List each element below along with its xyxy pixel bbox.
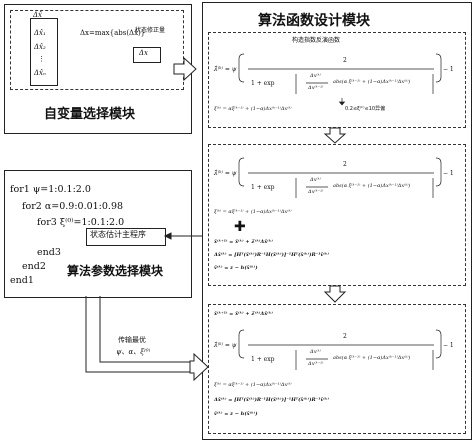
state-estimation-program-box bbox=[86, 228, 166, 246]
box2-ratio-den: Δx⁽ᵏ⁻¹⁾ bbox=[308, 189, 324, 195]
right-arrow-transfer bbox=[189, 352, 209, 382]
box1-ratio-num: Δx⁽ᵏ⁾ bbox=[310, 73, 321, 79]
box3-eq2: Δx̂⁽ᵏ⁾ = [Hᵀ(x̂⁽ᵏ⁾)R⁻¹H(x̂⁽ᵏ⁾)]⁻¹Hᵀ(x̂⁽ᵏ… bbox=[214, 397, 329, 403]
box2-lambda-lhs: λ̂⁽ᵏ⁾ = ψ bbox=[214, 170, 237, 177]
box3-abs-term: abs(α ξ⁽ᵏ⁻¹⁾ + (1−α)Δx⁽ᵏ⁻¹⁾Δx⁽ᵏ⁾) bbox=[333, 355, 411, 361]
loop-for3: for3 ξ⁽⁰⁾=1:0.1:2.0 bbox=[37, 217, 125, 228]
loop-end1: end1 bbox=[10, 275, 34, 286]
box1-ratio-den: Δx⁽ᵏ⁻¹⁾ bbox=[308, 85, 324, 91]
output-label: 状态修正量 bbox=[135, 27, 166, 34]
input-item: Δx̂ₙ bbox=[34, 69, 46, 77]
transfer-vars: ψ、α、ξ⁽⁰⁾ bbox=[116, 348, 151, 356]
box2-numerator: 2 bbox=[343, 161, 347, 168]
box2-xi-eq: ξ⁽ᵏ⁾ = αξ⁽ᵏ⁻¹⁾ + (1−α)Δx⁽ᵏ⁻¹⁾Δx⁽ᵏ⁾ bbox=[214, 209, 292, 215]
design-module-title: 算法函数设计模块 bbox=[258, 13, 370, 29]
input-item: Δx̂ bbox=[33, 11, 43, 19]
input-item: Δx̂₂ bbox=[34, 43, 46, 51]
transfer-label: 传输最优 bbox=[118, 336, 146, 344]
box3-denominator-prefix: 1 + exp bbox=[251, 356, 275, 363]
box2-eq3: v̂⁽ᵏ⁾ = z − h(x̂⁽ᵏ⁾) bbox=[214, 265, 258, 271]
down-arrow-2 bbox=[323, 285, 347, 303]
state-estimation-program: 状态估计主程序 bbox=[90, 230, 146, 239]
box3-eq3: v̂⁽ᵏ⁾ = z − h(x̂⁽ᵏ⁾) bbox=[214, 411, 258, 417]
param-module-title: 算法参数选择模块 bbox=[67, 264, 164, 278]
input-item: ⋮ bbox=[38, 55, 45, 63]
box3-lambda-lhs: λ̂⁽ᵏ⁾ = ψ bbox=[214, 342, 237, 349]
right-arrow-variable bbox=[173, 56, 197, 82]
output-var-box bbox=[133, 47, 161, 63]
box3-ratio-num: Δx⁽ᵏ⁾ bbox=[310, 349, 321, 355]
box1-numerator: 2 bbox=[343, 57, 347, 64]
formula-box-3 bbox=[208, 304, 466, 434]
box1-note: 0.2≤ξ⁽ᵏ⁾≤10异偏 bbox=[345, 106, 386, 112]
box1-denominator-prefix: 1 + exp bbox=[251, 80, 275, 87]
down-arrow-1 bbox=[323, 127, 347, 144]
box2-eq1: x̂⁽ᵏ⁺¹⁾ = x̂⁽ᵏ⁾ + λ̂⁽ᵏ⁾Δx̂⁽ᵏ⁾ bbox=[214, 239, 273, 245]
loop-end3: end3 bbox=[37, 247, 61, 258]
box2-denominator-prefix: 1 + exp bbox=[251, 184, 275, 191]
variable-selection-inner bbox=[10, 10, 184, 90]
variable-module-title: 自变量选择模块 bbox=[44, 107, 136, 122]
box2-tail: − 1 bbox=[443, 170, 454, 177]
box2-ratio-num: Δx⁽ᵏ⁾ bbox=[310, 177, 321, 183]
transfer-connector bbox=[85, 296, 197, 373]
box3-numerator: 2 bbox=[343, 333, 347, 340]
loop-end2: end2 bbox=[22, 261, 46, 272]
box2-formula-graphics bbox=[238, 157, 442, 198]
box1-tail: − 1 bbox=[443, 66, 454, 73]
box1-abs-term: abs(α ξ⁽ᵏ⁻¹⁾ + (1−α)Δx⁽ᵏ⁻¹⁾Δx⁽ᵏ⁾) bbox=[333, 79, 411, 85]
box3-formula-graphics bbox=[238, 329, 442, 370]
box1-lambda-lhs: λ̂⁽ᵏ⁾ = ψ bbox=[214, 66, 237, 73]
box1-subtitle: 构造指数反演函数 bbox=[292, 37, 341, 44]
box3-ratio-den: Δx⁽ᵏ⁻¹⁾ bbox=[308, 361, 324, 367]
loop-for1: for1 ψ=1:0.1:2.0 bbox=[10, 184, 91, 195]
loop-for2: for2 α=0.9:0.01:0.98 bbox=[22, 201, 124, 212]
plus-icon: ✚ bbox=[234, 219, 246, 235]
box1-xi-eq: ξ⁽ᵏ⁾ = αξ⁽ᵏ⁻¹⁾ + (1−α)Δx⁽ᵏ⁻¹⁾Δx⁽ᵏ⁾ bbox=[214, 106, 292, 112]
box3-tail: − 1 bbox=[443, 342, 454, 349]
box3-xi-eq: ξ⁽ᵏ⁾ = αξ⁽ᵏ⁻¹⁾ + (1−α)Δx⁽ᵏ⁻¹⁾Δx⁽ᵏ⁾ bbox=[214, 382, 292, 388]
max-abs-formula: Δx=max{abs(Δx̂)} bbox=[80, 29, 146, 37]
function-design-module bbox=[202, 2, 472, 440]
box2-abs-term: abs(α ξ⁽ᵏ⁻¹⁾ + (1−α)Δx⁽ᵏ⁻¹⁾Δx⁽ᵏ⁾) bbox=[333, 183, 411, 189]
box2-eq2: Δx̂⁽ᵏ⁾ = [Hᵀ(x̂⁽ᵏ⁾)R⁻¹H(x̂⁽ᵏ⁾)]⁻¹Hᵀ(x̂⁽ᵏ… bbox=[214, 252, 329, 258]
input-vector-box bbox=[30, 18, 58, 86]
input-item: Δx̂₁ bbox=[34, 29, 46, 37]
feedback-connector bbox=[163, 232, 202, 240]
output-var: Δx bbox=[139, 49, 149, 57]
box1-note-arrow bbox=[338, 98, 346, 106]
box3-eq1: x̂⁽ᵏ⁺¹⁾ = x̂⁽ᵏ⁾ + λ̂⁽ᵏ⁾Δx̂⁽ᵏ⁾ bbox=[214, 311, 273, 317]
box1-formula-graphics bbox=[238, 53, 442, 94]
